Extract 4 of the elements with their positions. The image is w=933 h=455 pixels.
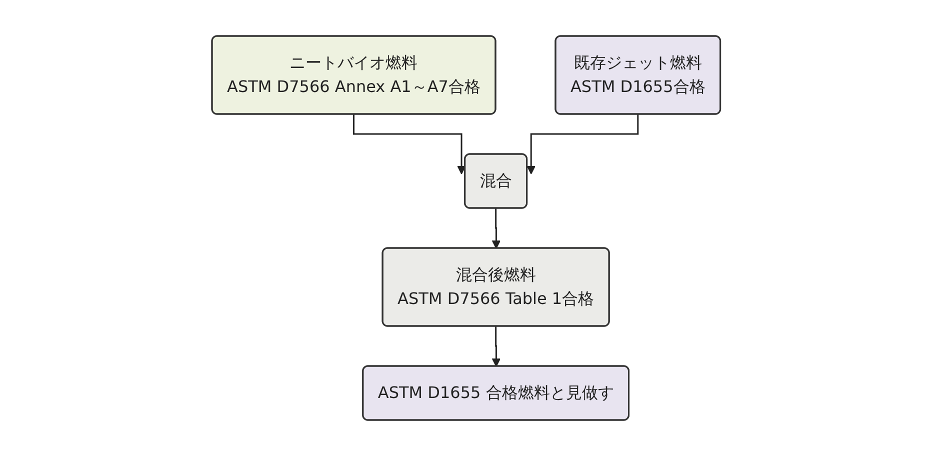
arrow <box>492 207 501 248</box>
arrow <box>492 325 501 366</box>
arrow <box>353 113 466 174</box>
arrow <box>527 113 640 174</box>
